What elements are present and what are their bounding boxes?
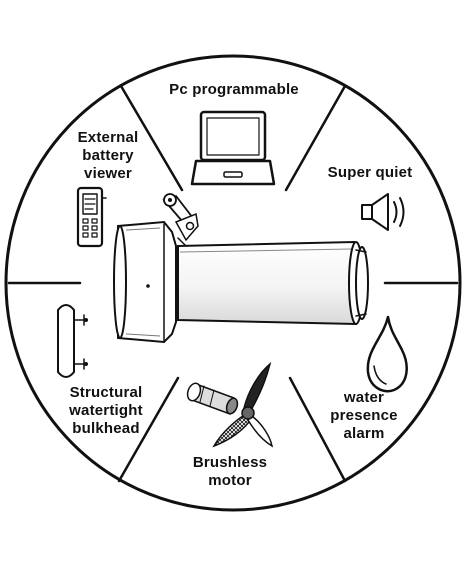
label-external-line3: viewer [84,165,132,182]
battery-viewer-icon [76,186,107,248]
divider-line [117,376,180,483]
label-water-line1: water [343,389,384,406]
motor-propeller-icon [186,361,274,448]
label-structural-line1: Structural [70,384,143,401]
divider-line [288,376,347,483]
thruster-icon [113,193,369,344]
label-brushless-line2: motor [208,472,252,489]
outer-circle [4,54,462,512]
label-structural-line3: bulkhead [72,420,139,437]
label-structural-line2: watertight [68,402,143,419]
divider-line [119,84,184,192]
label-brushless-line1: Brushless [193,454,267,471]
label-external-line2: battery [82,147,134,164]
feature-labels: Pc programmable External battery viewer … [68,81,412,489]
label-water-line3: alarm [343,425,384,442]
bulkhead-icon [57,304,88,378]
label-pc-programmable: Pc programmable [169,81,299,98]
label-external-line1: External [78,129,139,146]
water-drop-icon [366,315,408,393]
laptop-icon [190,110,276,186]
label-water-line2: presence [330,407,397,424]
label-super-quiet: Super quiet [328,164,413,181]
speaker-icon [361,193,405,231]
divider-line [284,84,347,192]
divider-lines [7,84,459,483]
